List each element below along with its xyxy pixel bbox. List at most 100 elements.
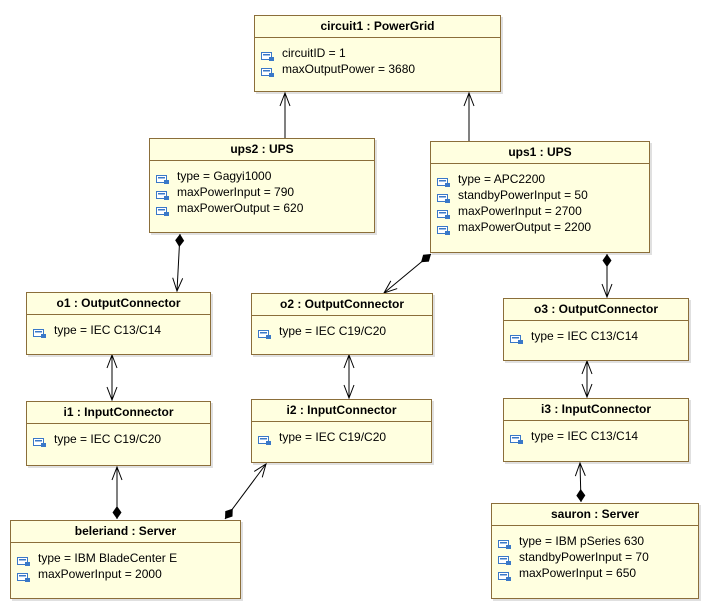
object-title: i3 : InputConnector (504, 399, 688, 421)
attribute-row[interactable]: type = IEC C19/C20 (252, 323, 432, 339)
object-i2[interactable]: i2 : InputConnector type = IEC C19/C20 (251, 399, 432, 463)
attribute-list: type = IEC C19/C20 (252, 316, 432, 339)
field-icon (156, 188, 169, 200)
object-title: o2 : OutputConnector (252, 294, 432, 316)
object-title: sauron : Server (492, 504, 698, 526)
link-ups2-circuit1[interactable] (279, 91, 291, 138)
link-beleriand-i2[interactable] (224, 462, 267, 520)
link-ups1-o3[interactable] (601, 254, 613, 299)
navigability-arrow (581, 359, 593, 375)
link-ups1-o2[interactable] (382, 253, 432, 294)
navigability-arrow (581, 383, 593, 399)
object-title: i2 : InputConnector (252, 400, 431, 422)
attribute-text: maxPowerInput = 790 (177, 185, 295, 199)
attribute-row[interactable]: type = APC2200 (431, 171, 649, 187)
attribute-list: type = IEC C13/C14 (27, 315, 210, 338)
attribute-row[interactable]: standbyPowerInput = 50 (431, 187, 649, 203)
attribute-list: type = IEC C19/C20 (252, 422, 431, 445)
composition-diamond (225, 508, 233, 519)
attribute-text: type = IBM pSeries 630 (519, 534, 645, 548)
attribute-text: standbyPowerInput = 50 (458, 188, 588, 202)
object-o1[interactable]: o1 : OutputConnector type = IEC C13/C14 (26, 292, 211, 355)
object-title: o1 : OutputConnector (27, 293, 210, 315)
field-icon (261, 65, 274, 77)
navigability-arrow (601, 283, 613, 299)
navigability-arrow (253, 462, 267, 478)
attribute-row[interactable]: maxPowerInput = 2700 (431, 203, 649, 219)
attribute-row[interactable]: type = Gagyi1000 (150, 168, 374, 184)
navigability-arrow (172, 277, 184, 293)
composition-diamond (175, 234, 185, 247)
attribute-list: type = Gagyi1000 maxPowerInput = 790 maxPo… (150, 161, 374, 216)
composition-diamond (112, 506, 122, 519)
link-beleriand-i1[interactable] (111, 465, 123, 519)
attribute-text: maxPowerOutput = 620 (177, 201, 304, 215)
field-icon (33, 435, 46, 447)
object-i1[interactable]: i1 : InputConnector type = IEC C19/C20 (26, 401, 211, 466)
attribute-row[interactable]: maxPowerOutput = 2200 (431, 219, 649, 235)
attribute-row[interactable]: type = IEC C13/C14 (504, 328, 688, 344)
attribute-row[interactable]: maxPowerInput = 790 (150, 184, 374, 200)
attribute-row[interactable]: maxPowerInput = 650 (492, 565, 698, 581)
field-icon (510, 432, 523, 444)
link-o2-i2[interactable] (343, 353, 355, 400)
navigability-arrow (343, 384, 355, 400)
field-icon (258, 327, 271, 339)
link-sauron-i3[interactable] (574, 461, 586, 503)
field-icon (258, 433, 271, 445)
field-icon (437, 223, 450, 235)
attribute-row[interactable]: standbyPowerInput = 70 (492, 549, 698, 565)
navigability-arrow (343, 353, 355, 369)
attribute-list: type = IEC C13/C14 (504, 421, 688, 444)
object-o2[interactable]: o2 : OutputConnector type = IEC C19/C20 (251, 293, 433, 355)
object-title: i1 : InputConnector (27, 402, 210, 424)
object-i3[interactable]: i3 : InputConnector type = IEC C13/C14 (503, 398, 689, 462)
attribute-row[interactable]: circuitID = 1 (255, 45, 500, 61)
field-icon (498, 537, 511, 549)
field-icon (498, 569, 511, 581)
navigability-arrow (574, 461, 586, 477)
attribute-row[interactable]: type = IBM pSeries 630 (492, 533, 698, 549)
attribute-row[interactable]: type = IEC C13/C14 (27, 322, 210, 338)
field-icon (156, 172, 169, 184)
attribute-text: type = IEC C19/C20 (54, 432, 162, 446)
attribute-text: type = IEC C13/C14 (54, 323, 162, 337)
navigability-arrow (106, 386, 118, 402)
field-icon (498, 553, 511, 565)
link-o3-i3[interactable] (581, 359, 593, 399)
attribute-row[interactable]: type = IEC C13/C14 (504, 428, 688, 444)
attribute-row[interactable]: maxPowerInput = 2000 (11, 566, 240, 582)
attribute-text: maxPowerInput = 2000 (38, 567, 162, 581)
link-ups1-circuit1[interactable] (463, 91, 475, 141)
composition-diamond (602, 254, 612, 267)
attribute-text: type = Gagyi1000 (177, 169, 272, 183)
field-icon (261, 49, 274, 61)
attribute-row[interactable]: maxOutputPower = 3680 (255, 61, 500, 77)
attribute-row[interactable]: type = IBM BladeCenter E (11, 550, 240, 566)
attribute-list: type = IEC C13/C14 (504, 321, 688, 344)
attribute-list: type = IEC C19/C20 (27, 424, 210, 447)
link-ups2-o1[interactable] (172, 233, 185, 293)
attribute-row[interactable]: type = IEC C19/C20 (252, 429, 431, 445)
link-o1-i1[interactable] (106, 353, 118, 402)
field-icon (437, 191, 450, 203)
field-icon (156, 204, 169, 216)
attribute-text: maxOutputPower = 3680 (282, 62, 416, 76)
field-icon (437, 175, 450, 187)
attribute-row[interactable]: type = IEC C19/C20 (27, 431, 210, 447)
field-icon (510, 332, 523, 344)
attribute-text: maxPowerInput = 2700 (458, 204, 582, 218)
attribute-row[interactable]: maxPowerOutput = 620 (150, 200, 374, 216)
field-icon (17, 554, 30, 566)
field-icon (17, 570, 30, 582)
